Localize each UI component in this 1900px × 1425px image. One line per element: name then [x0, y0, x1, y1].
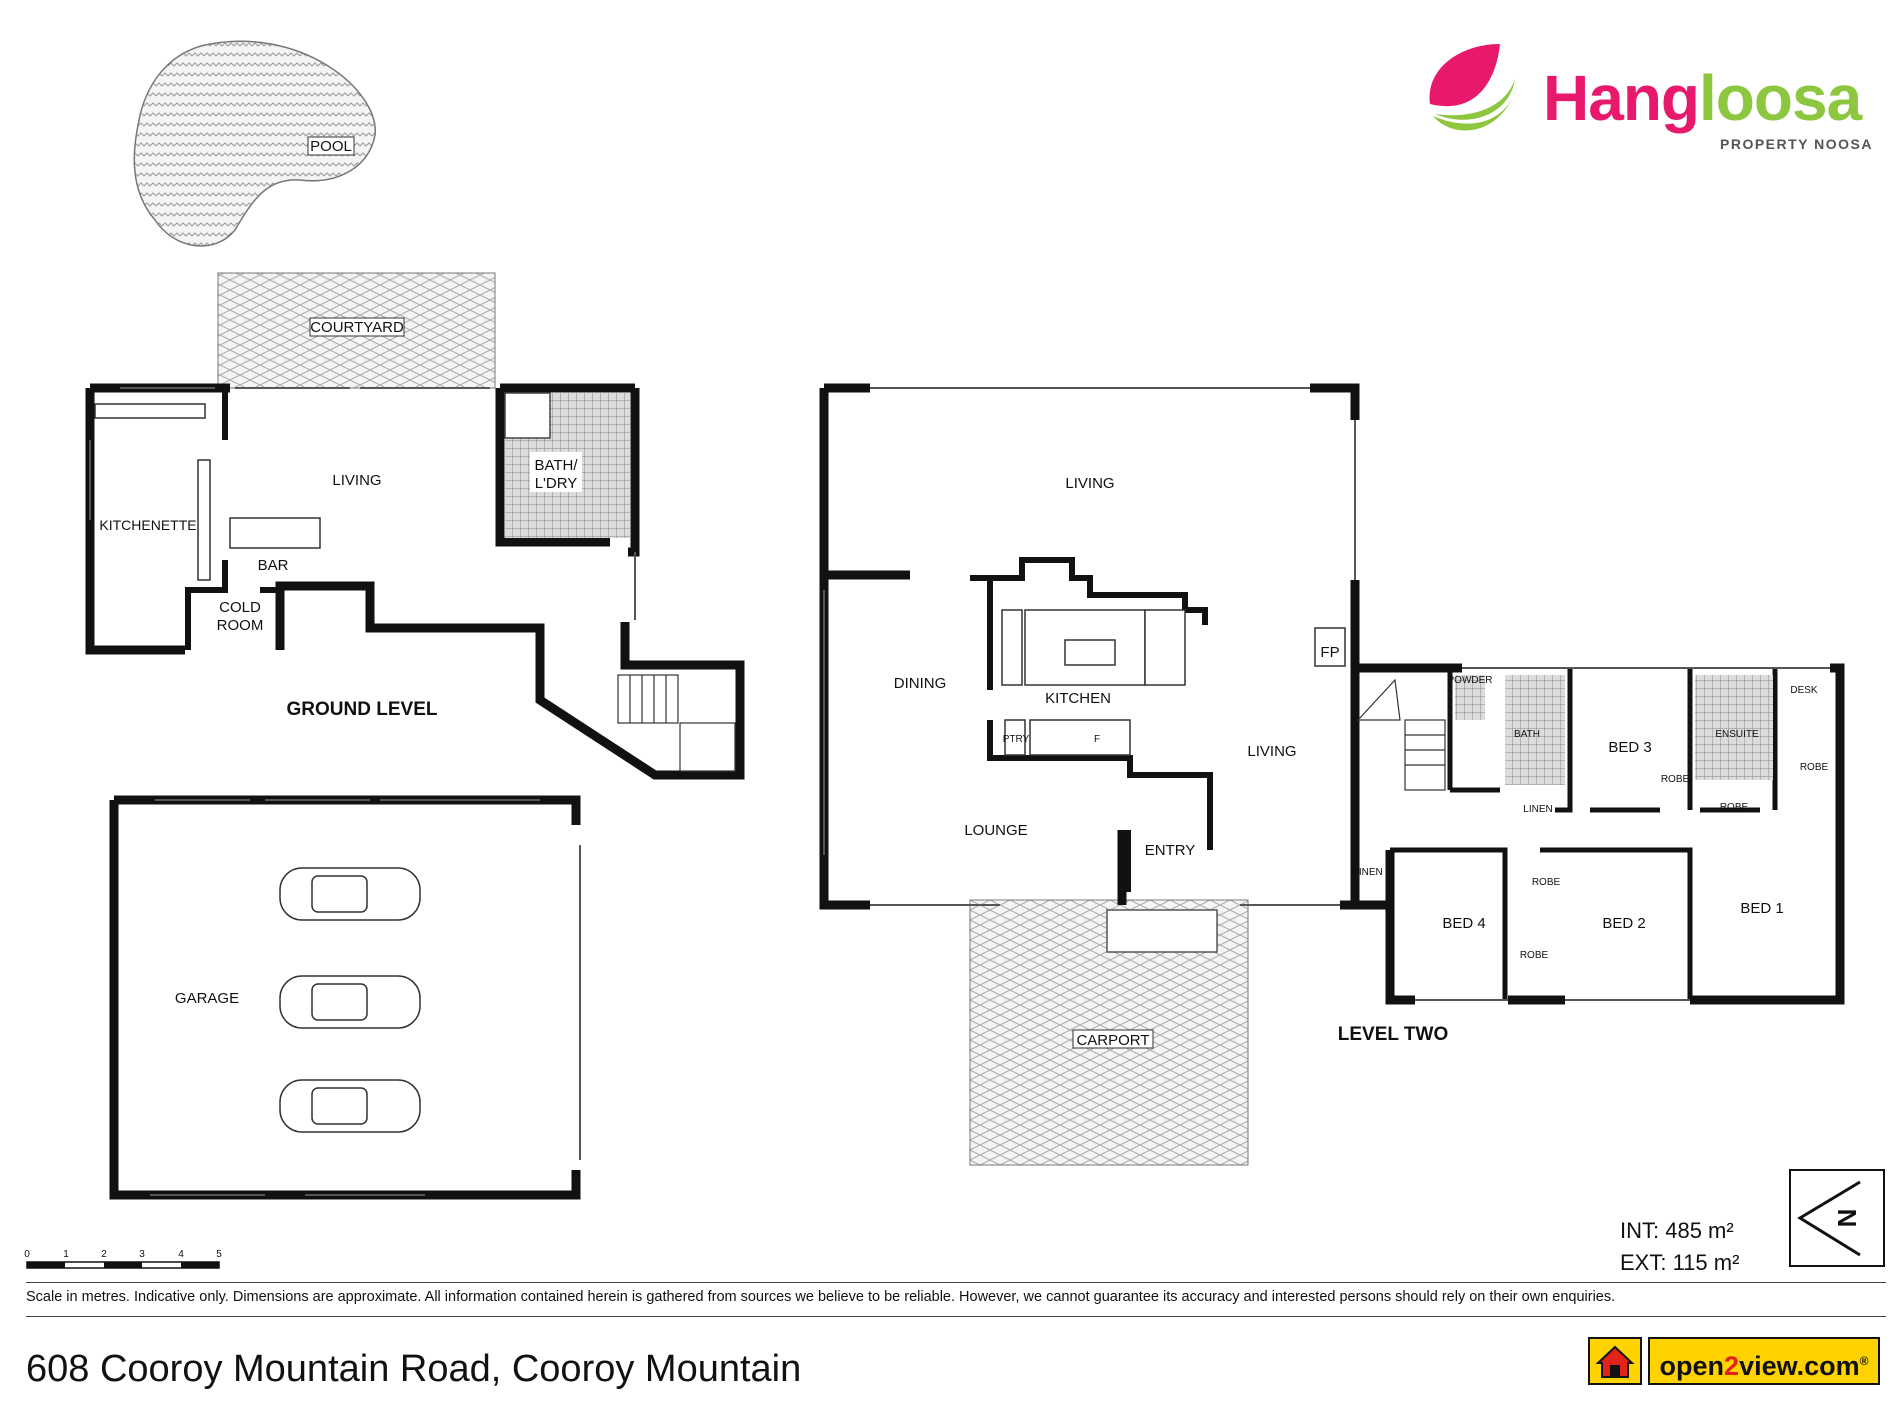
kitchenette-label: KITCHENETTE	[99, 517, 196, 533]
garage-label: GARAGE	[175, 990, 239, 1007]
pantry-label: PTRY	[1003, 734, 1030, 745]
svg-text:L'DRY: L'DRY	[535, 475, 578, 492]
car-icon	[279, 867, 421, 1133]
north-compass-icon: N	[1789, 1169, 1885, 1267]
pool-shape	[133, 40, 376, 247]
hangloosa-logo: Hangloosa PROPERTY NOOSA	[1415, 28, 1885, 153]
scale-tick: 4	[178, 1249, 184, 1260]
level-two-plan: CARPORT	[819, 383, 1845, 1166]
cold-room-label: COLD	[219, 599, 261, 616]
brand-subtitle: PROPERTY NOOSA	[1720, 136, 1873, 152]
ground-level-title: GROUND LEVEL	[287, 699, 438, 720]
bed1-label: BED 1	[1740, 900, 1783, 917]
bar-label: BAR	[258, 557, 289, 574]
svg-text:ROBE: ROBE	[1520, 950, 1549, 961]
ground-living-label: LIVING	[332, 472, 381, 489]
open2view-logo: open2view.com®	[1588, 1337, 1880, 1385]
scale-tick: 5	[216, 1249, 222, 1260]
courtyard-label: COURTYARD	[310, 319, 404, 336]
divider	[26, 1316, 1886, 1317]
desk-label: DESK	[1790, 685, 1818, 696]
linen-label: LINEN	[1353, 867, 1382, 878]
fireplace-label: FP	[1320, 644, 1339, 661]
property-address: 608 Cooroy Mountain Road, Cooroy Mountai…	[26, 1348, 802, 1390]
disclaimer: Scale in metres. Indicative only. Dimens…	[26, 1289, 1616, 1305]
internal-area: INT: 485 m²	[1620, 1218, 1734, 1243]
pool-label: POOL	[310, 138, 352, 155]
level-two-title: LEVEL TWO	[1338, 1024, 1448, 1045]
house-icon	[1588, 1337, 1642, 1385]
powder-label: POWDER	[1448, 675, 1493, 686]
lounge-label: LOUNGE	[964, 822, 1027, 839]
bath-laundry-label: BATH/	[534, 457, 578, 474]
open2view-text: open2view.com®	[1648, 1337, 1880, 1385]
bed2-label: BED 2	[1602, 915, 1645, 932]
kitchen-label: KITCHEN	[1045, 690, 1111, 707]
leaf-icon	[1429, 44, 1517, 131]
bed4-label: BED 4	[1442, 915, 1485, 932]
living-top-label: LIVING	[1065, 475, 1114, 492]
external-area: EXT: 115 m²	[1620, 1250, 1740, 1275]
entry-label: ENTRY	[1145, 842, 1196, 859]
scale-tick: 1	[63, 1249, 69, 1260]
carport-label: CARPORT	[1076, 1032, 1149, 1049]
divider	[26, 1282, 1886, 1283]
svg-text:ROBE: ROBE	[1661, 774, 1690, 785]
svg-text:ROBE: ROBE	[1720, 802, 1749, 813]
robe-label: ROBE	[1800, 762, 1829, 773]
ensuite-label: ENSUITE	[1715, 729, 1759, 740]
scale-tick: 2	[101, 1249, 107, 1260]
compass-letter: N	[1832, 1209, 1862, 1228]
svg-text:ROBE: ROBE	[1532, 877, 1561, 888]
scale-tick: 3	[139, 1249, 145, 1260]
bed3-label: BED 3	[1608, 739, 1651, 756]
svg-text:LINEN: LINEN	[1523, 804, 1552, 815]
dining-label: DINING	[894, 675, 947, 692]
scale-tick: 0	[24, 1249, 30, 1260]
bath-label: BATH	[1514, 729, 1540, 740]
fridge-label: F	[1094, 734, 1100, 745]
living-right-label: LIVING	[1247, 743, 1296, 760]
brand-name: Hangloosa	[1543, 62, 1862, 134]
svg-text:ROOM: ROOM	[217, 617, 264, 634]
ground-level-plan: POOL COURTYARD LIVING BATH/ L'DRY KITCHE…	[85, 40, 745, 1200]
scale-bar: 0 1 2 3 4 5	[24, 1249, 222, 1269]
